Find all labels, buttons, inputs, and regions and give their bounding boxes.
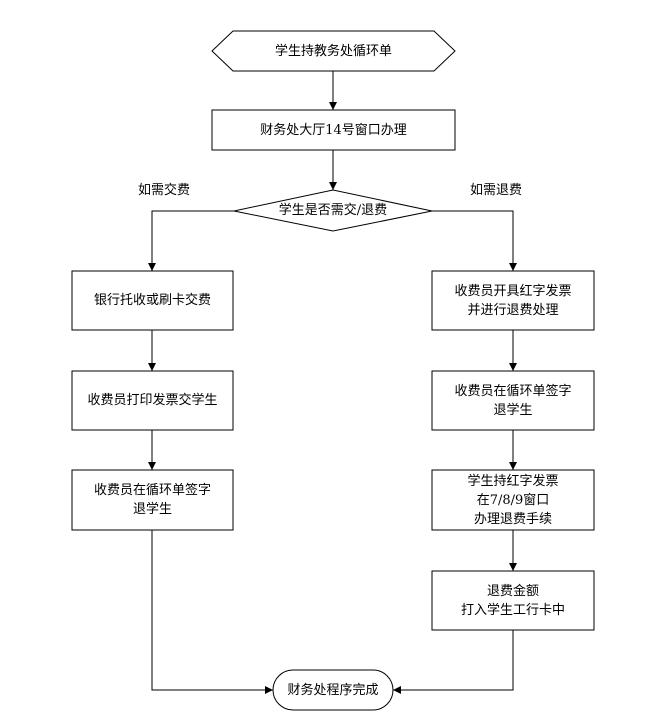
end-label: 财务处程序完成 xyxy=(287,682,379,698)
arrow-pay-sign-to-end xyxy=(151,530,273,694)
start-shape xyxy=(211,30,456,72)
pay-bank-label: 银行托收或刷卡交费 xyxy=(93,293,211,308)
branch-label-refund: 如需退费 xyxy=(470,183,523,198)
refund-sign-label: 收费员在循环单签字 退学生 xyxy=(454,383,572,418)
branch-label-pay: 如需交费 xyxy=(138,183,191,198)
refund-amount-label: 退费金额 打入学生工行卡中 xyxy=(460,583,565,618)
decision-label: 学生是否需交/退费 xyxy=(278,203,388,218)
pay-print-label: 收费员打印发票交学生 xyxy=(87,393,218,408)
window14-label: 财务处大厅14号窗口办理 xyxy=(260,122,407,138)
pay-sign-label: 收费员在循环单签字 退学生 xyxy=(93,483,211,517)
arrow-decision-to-pay xyxy=(148,210,234,271)
arrow-refund-amount-to-end xyxy=(393,630,514,694)
refund-window-label: 学生持红字发票 在7/8/9窗口 办理退费手续 xyxy=(467,473,559,527)
refund-invoice-label: 收费员开具红字发票 并进行退费处理 xyxy=(454,283,572,318)
arrow-decision-to-refund xyxy=(432,210,517,271)
start-label: 学生持教务处循环单 xyxy=(274,43,392,59)
